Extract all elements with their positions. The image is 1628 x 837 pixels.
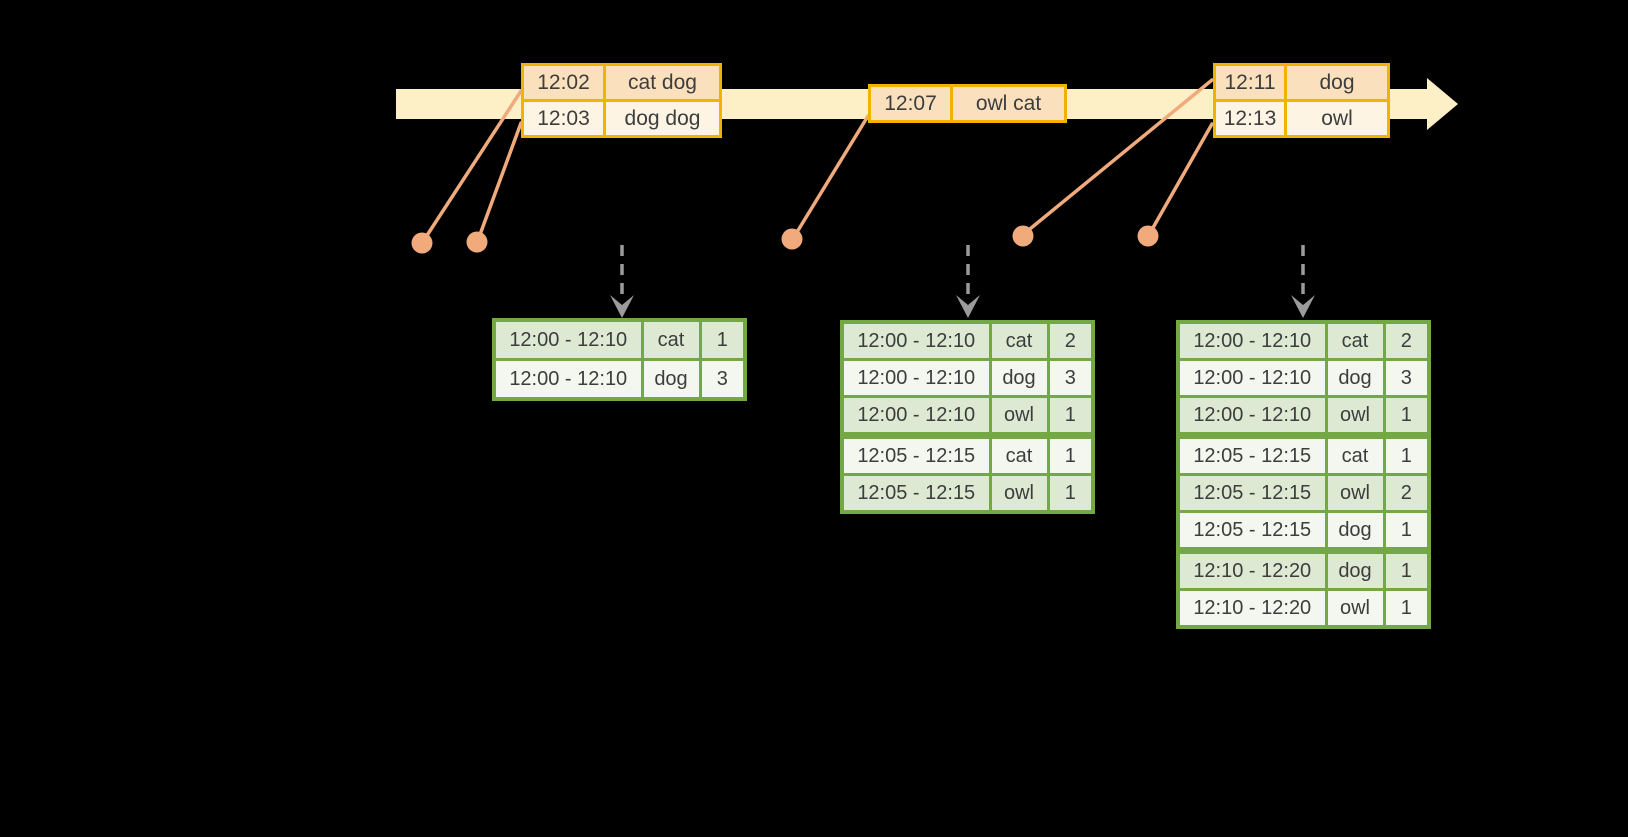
- result-row: 12:00 - 12:10 owl 1: [1176, 395, 1431, 437]
- result-window: 12:00 - 12:10: [840, 320, 992, 361]
- result-window: 12:05 - 12:15: [1176, 432, 1328, 476]
- event-time: 12:13: [1213, 99, 1287, 138]
- result-word: dog: [640, 358, 702, 401]
- result-word: cat: [1324, 432, 1386, 476]
- event-dot: [1012, 225, 1034, 247]
- event-words: dog dog: [603, 99, 722, 138]
- result-word: dog: [1324, 510, 1386, 552]
- result-row: 12:00 - 12:10 dog 3: [840, 358, 1095, 398]
- result-word: dog: [1324, 358, 1386, 398]
- event-dot: [1137, 225, 1159, 247]
- event-pointer-line: [1023, 78, 1214, 235]
- result-window: 12:00 - 12:10: [492, 318, 644, 361]
- event-pointer-line: [792, 114, 870, 239]
- result-window: 12:05 - 12:15: [1176, 473, 1328, 513]
- result-word: cat: [1324, 320, 1386, 361]
- event-words: cat dog: [603, 63, 722, 102]
- result-count: 1: [1382, 588, 1431, 629]
- event-dot: [411, 232, 433, 254]
- result-window: 12:05 - 12:15: [840, 473, 992, 514]
- trigger-arrowhead-icon: [1291, 295, 1315, 318]
- result-word: dog: [988, 358, 1050, 398]
- result-count: 2: [1046, 320, 1095, 361]
- event-row: 12:13 owl: [1213, 99, 1390, 138]
- result-word: owl: [1324, 473, 1386, 513]
- result-word: cat: [988, 432, 1050, 476]
- result-count: 1: [1046, 395, 1095, 437]
- result-count: 1: [1046, 432, 1095, 476]
- result-count: 1: [698, 318, 747, 361]
- result-window: 12:00 - 12:10: [492, 358, 644, 401]
- result-row: 12:00 - 12:10 dog 3: [1176, 358, 1431, 398]
- result-word: owl: [1324, 395, 1386, 437]
- result-table-2: 12:00 - 12:10 cat 2 12:00 - 12:10 dog 3 …: [840, 320, 1095, 514]
- event-pointer-line: [1148, 122, 1214, 235]
- result-window: 12:00 - 12:10: [1176, 320, 1328, 361]
- event-words: owl: [1284, 99, 1390, 138]
- result-window: 12:00 - 12:10: [1176, 358, 1328, 398]
- event-pointer-line: [476, 121, 523, 242]
- event-dot: [466, 231, 488, 253]
- result-count: 2: [1382, 320, 1431, 361]
- event-words: dog: [1284, 63, 1390, 102]
- result-window: 12:05 - 12:15: [840, 432, 992, 476]
- input-events-table-3: 12:11 dog 12:13 owl: [1213, 63, 1390, 138]
- result-word: owl: [1324, 588, 1386, 629]
- result-window: 12:05 - 12:15: [1176, 510, 1328, 552]
- result-row: 12:00 - 12:10 owl 1: [840, 395, 1095, 437]
- result-row: 12:05 - 12:15 dog 1: [1176, 510, 1431, 552]
- result-count: 1: [1382, 547, 1431, 591]
- result-word: dog: [1324, 547, 1386, 591]
- result-count: 3: [698, 358, 747, 401]
- result-word: owl: [988, 395, 1050, 437]
- result-row: 12:05 - 12:15 cat 1: [1176, 432, 1431, 476]
- result-row: 12:00 - 12:10 cat 1: [492, 318, 747, 361]
- result-count: 3: [1046, 358, 1095, 398]
- result-word: cat: [640, 318, 702, 361]
- result-window: 12:00 - 12:10: [840, 358, 992, 398]
- input-events-table-1: 12:02 cat dog 12:03 dog dog: [521, 63, 722, 138]
- result-row: 12:05 - 12:15 owl 2: [1176, 473, 1431, 513]
- event-row: 12:03 dog dog: [521, 99, 722, 138]
- result-word: cat: [988, 320, 1050, 361]
- result-count: 1: [1382, 510, 1431, 552]
- event-time: 12:03: [521, 99, 606, 138]
- result-window: 12:00 - 12:10: [840, 395, 992, 437]
- trigger-arrowhead-icon: [956, 295, 980, 318]
- result-row: 12:00 - 12:10 dog 3: [492, 358, 747, 401]
- result-row: 12:00 - 12:10 cat 2: [840, 320, 1095, 361]
- event-row: 12:07 owl cat: [868, 84, 1067, 123]
- result-row: 12:10 - 12:20 owl 1: [1176, 588, 1431, 629]
- event-dot: [781, 228, 803, 250]
- result-window: 12:00 - 12:10: [1176, 395, 1328, 437]
- result-word: owl: [988, 473, 1050, 514]
- result-row: 12:05 - 12:15 owl 1: [840, 473, 1095, 514]
- event-time: 12:11: [1213, 63, 1287, 102]
- result-table-1: 12:00 - 12:10 cat 1 12:00 - 12:10 dog 3: [492, 318, 747, 401]
- event-pointer-line: [422, 89, 523, 242]
- result-row: 12:00 - 12:10 cat 2: [1176, 320, 1431, 361]
- result-table-3: 12:00 - 12:10 cat 2 12:00 - 12:10 dog 3 …: [1176, 320, 1431, 629]
- result-count: 2: [1382, 473, 1431, 513]
- event-time: 12:07: [868, 84, 953, 123]
- result-row: 12:10 - 12:20 dog 1: [1176, 547, 1431, 591]
- result-count: 1: [1046, 473, 1095, 514]
- result-count: 1: [1382, 395, 1431, 437]
- event-words: owl cat: [950, 84, 1067, 123]
- trigger-arrowhead-icon: [610, 295, 634, 318]
- input-events-table-2: 12:07 owl cat: [868, 84, 1067, 123]
- event-row: 12:11 dog: [1213, 63, 1390, 102]
- result-window: 12:10 - 12:20: [1176, 588, 1328, 629]
- timeline-arrowhead-icon: [1427, 78, 1458, 130]
- event-time: 12:02: [521, 63, 606, 102]
- result-count: 1: [1382, 432, 1431, 476]
- result-window: 12:10 - 12:20: [1176, 547, 1328, 591]
- event-row: 12:02 cat dog: [521, 63, 722, 102]
- result-count: 3: [1382, 358, 1431, 398]
- result-row: 12:05 - 12:15 cat 1: [840, 432, 1095, 476]
